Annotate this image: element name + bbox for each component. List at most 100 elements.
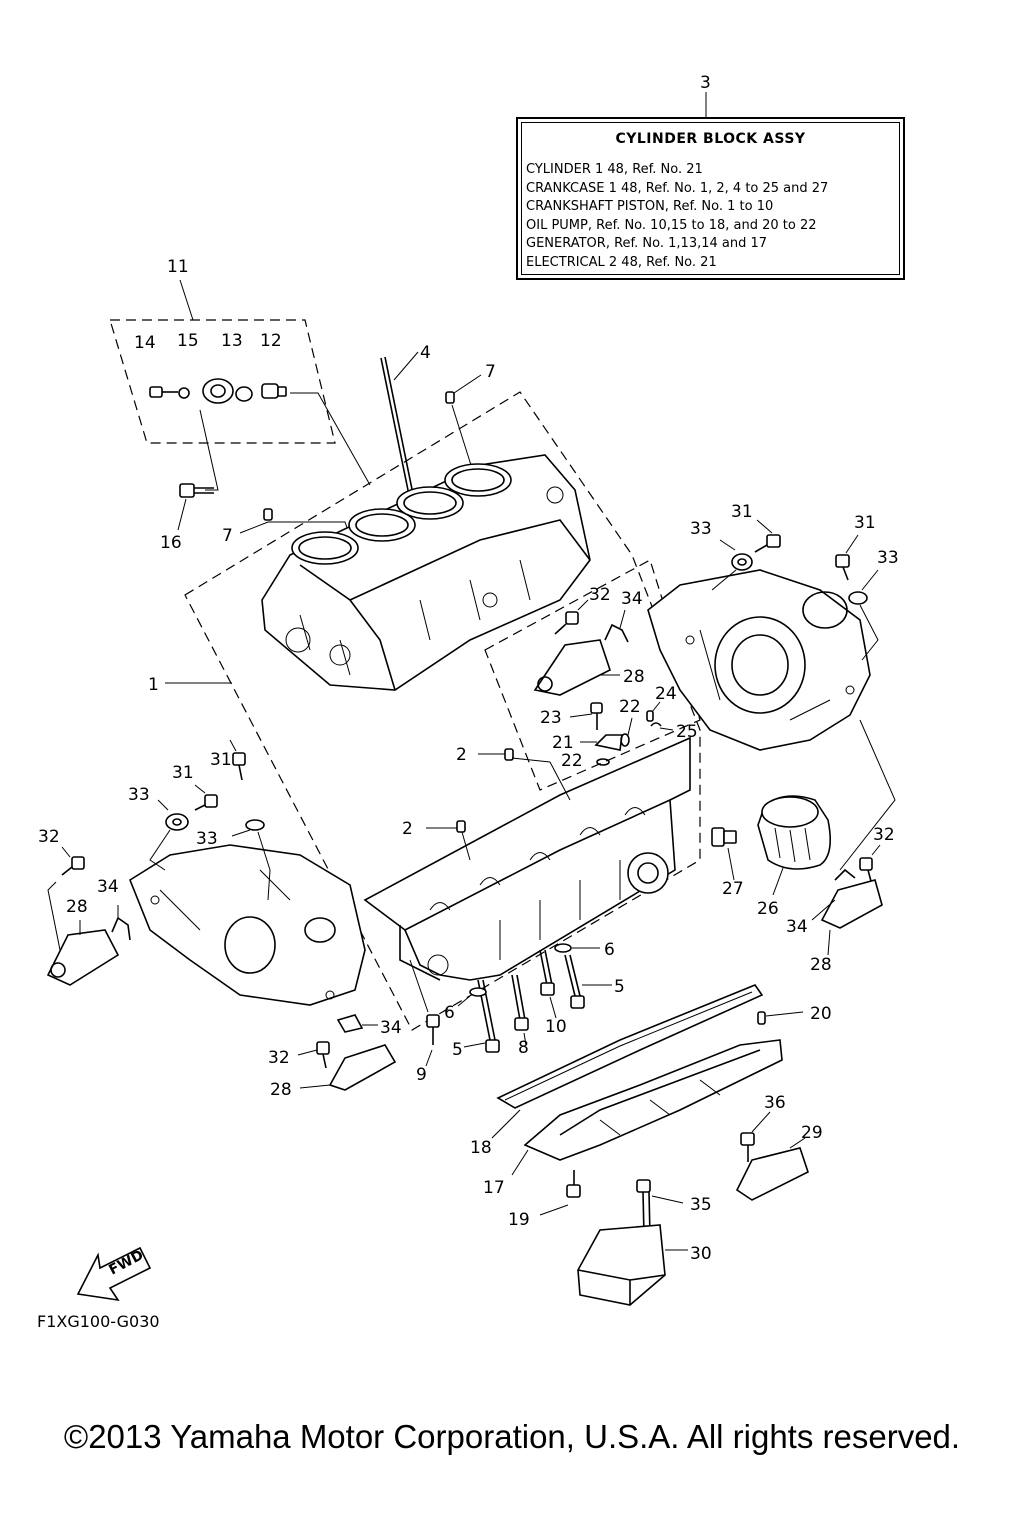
callout-31b: 31 [854, 513, 876, 533]
part-26-oil-filter [757, 795, 831, 896]
part-36-bolt [740, 1111, 771, 1162]
part-32-bolt-right-bottom [859, 844, 881, 886]
part-12-plug [261, 383, 287, 399]
callout-32b: 32 [38, 827, 60, 847]
diagram-code: F1XG100-G030 [37, 1312, 160, 1331]
part-31-bolt-left-b [229, 739, 246, 781]
callout-2b: 2 [402, 819, 413, 839]
part-6-washer-a [554, 943, 600, 953]
leader-right-cover [839, 719, 896, 871]
part-24-pin [646, 701, 661, 722]
part-4-stud-bolt [380, 351, 419, 501]
callout-31d: 31 [172, 763, 194, 783]
callout-32d: 32 [268, 1048, 290, 1068]
callout-11: 11 [167, 257, 189, 277]
callout-17: 17 [483, 1178, 505, 1198]
callout-32c: 32 [873, 825, 895, 845]
callout-15: 15 [177, 331, 199, 351]
callout-29: 29 [801, 1123, 823, 1143]
callout-27: 27 [722, 879, 744, 899]
part-28-mount-bottom [299, 1044, 397, 1091]
callout-6a: 6 [604, 940, 615, 960]
part-32-bolt-left-b [297, 1041, 330, 1069]
callout-labels: 3 1 2 2 4 5 5 6 6 7 7 8 9 10 11 12 13 14… [38, 73, 899, 1264]
callout-34c: 34 [786, 917, 808, 937]
callout-28a: 28 [623, 667, 645, 687]
callout-8: 8 [518, 1038, 529, 1058]
part-8-bolt [511, 974, 529, 1046]
part-6-washer-b [457, 987, 487, 1007]
callout-33d: 33 [196, 829, 218, 849]
callout-16: 16 [160, 533, 182, 553]
callout-22a: 22 [619, 697, 641, 717]
callout-6b: 6 [444, 1003, 455, 1023]
callout-20: 20 [810, 1004, 832, 1024]
callout-31c: 31 [210, 750, 232, 770]
callout-36: 36 [764, 1093, 786, 1113]
callout-7b: 7 [222, 526, 233, 546]
part-28-mount-left [46, 920, 120, 986]
part-9-bolt [409, 959, 440, 1067]
callout-30: 30 [690, 1244, 712, 1264]
part-2-dowel-a [478, 748, 571, 801]
callout-33b: 33 [877, 548, 899, 568]
callout-5b: 5 [614, 977, 625, 997]
info-line-electrical: ELECTRICAL 2 48, Ref. No. 21 [526, 254, 717, 270]
part-29-pad [735, 1137, 809, 1201]
part-7-dowel-left [239, 508, 356, 551]
info-box-title: CYLINDER BLOCK ASSY [615, 131, 806, 147]
callout-28c: 28 [810, 955, 832, 975]
callout-28d: 28 [270, 1080, 292, 1100]
part-33-washer-right-b [848, 569, 879, 661]
callout-1: 1 [148, 675, 159, 695]
callout-10: 10 [545, 1017, 567, 1037]
callout-22b: 22 [561, 751, 583, 771]
part-33-washer-left-a [149, 799, 189, 871]
callout-34a: 34 [621, 589, 643, 609]
callout-28b: 28 [66, 897, 88, 917]
crankcase-1-group [184, 391, 701, 1031]
cylinder-block-info-box: CYLINDER BLOCK ASSY CYLINDER 1 48, Ref. … [516, 117, 905, 280]
part-30-box [577, 1224, 688, 1306]
part-17-oil-pan [511, 1039, 783, 1176]
copyright-notice: ©2013 Yamaha Motor Corporation, U.S.A. A… [63, 1418, 961, 1455]
callout-21: 21 [552, 733, 574, 753]
part-20-pin [757, 1011, 804, 1025]
upper-crankcase [261, 454, 591, 691]
part-34-clip-right-bottom [811, 868, 856, 921]
callout-4: 4 [420, 343, 431, 363]
callout-33c: 33 [128, 785, 150, 805]
forward-arrow-icon: FWD [76, 1246, 152, 1302]
part-10-bolt [539, 949, 557, 1019]
info-line-crankcase: CRANKCASE 1 48, Ref. No. 1, 2, 4 to 25 a… [526, 180, 829, 196]
part-25-clip [650, 722, 674, 731]
part-16-bolt [177, 483, 214, 531]
callout-35: 35 [690, 1195, 712, 1215]
part-34-clip-bottom [336, 1014, 378, 1033]
part-28-mount-right-bottom [820, 879, 883, 956]
oil-pump-group [484, 559, 701, 791]
part-33-washer-right-a [711, 539, 753, 591]
part-34-clip-left [111, 905, 131, 941]
callout-7a: 7 [485, 362, 496, 382]
callout-14: 14 [134, 333, 156, 353]
info-line-cylinder: CYLINDER 1 48, Ref. No. 21 [526, 162, 703, 177]
part-23-bolt [569, 702, 603, 730]
part-32-bolt-right-top [554, 599, 589, 635]
part-15-washer [178, 387, 190, 399]
callout-31a: 31 [731, 502, 753, 522]
part-5-bolt-b [564, 954, 612, 1009]
part-18-gasket [491, 984, 764, 1139]
callout-34d: 34 [380, 1018, 402, 1038]
part-14-bolt [149, 386, 178, 398]
lower-crankcase [363, 736, 691, 981]
callout-2a: 2 [456, 745, 467, 765]
callout-13: 13 [221, 331, 243, 351]
callout-25: 25 [676, 722, 698, 742]
part-13-drive-gear [202, 378, 234, 404]
callout-34b: 34 [97, 877, 119, 897]
part-19-bolt [539, 1170, 581, 1216]
callout-33a: 33 [690, 519, 712, 539]
part-31-bolt-left-a [194, 784, 218, 811]
